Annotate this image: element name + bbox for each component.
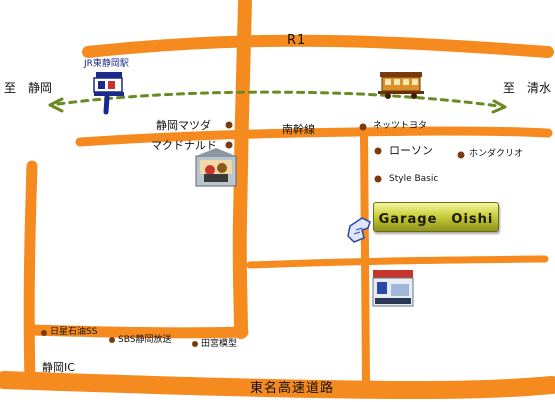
station-access-line [103, 94, 110, 115]
road-nankansen [75, 126, 553, 147]
landmark-nissekiss: 日星石油SS [50, 327, 98, 337]
r1-label: R1 [287, 33, 307, 48]
dot-netz [359, 123, 367, 131]
rail-arrow-left [48, 97, 64, 113]
shop-icon [372, 270, 414, 307]
landmark-netz: ネッツトヨタ [373, 121, 428, 131]
dot-mazda [225, 121, 233, 129]
road-tomei [0, 371, 555, 399]
road-left-vertical [23, 160, 38, 386]
rail-line [56, 90, 500, 108]
dot-lawson [374, 147, 382, 155]
shizuoka-ic-label: 静岡IC [42, 361, 75, 374]
dot-mcdonalds [225, 141, 233, 149]
landmark-style-basic: Style Basic [389, 174, 439, 184]
road-main-vertical [232, 0, 252, 339]
rail-arrow-right [491, 99, 507, 114]
landmark-tamiya: 田宮模型 [201, 339, 238, 349]
nankansen-label: 南幹線 [282, 123, 315, 136]
road-right-vertical [360, 130, 370, 384]
station-icon [93, 72, 124, 96]
tomei-label: 東名高速道路 [250, 381, 335, 396]
train-icon [378, 72, 424, 99]
road-middle [246, 255, 549, 269]
to-shizuoka-label: 至 静岡 [4, 81, 53, 95]
dot-style-basic [374, 175, 382, 183]
landmark-mcdonalds: マクドナルド [151, 139, 217, 152]
dot-nissekiss [41, 330, 47, 336]
road-lower [24, 324, 249, 339]
dot-tamiya [192, 341, 198, 347]
landmark-lawson: ローソン [389, 144, 433, 157]
landmark-mazda: 静岡マツダ [156, 119, 211, 132]
jr-station-label: JR東静岡駅 [84, 59, 129, 69]
landmark-honda: ホンダクリオ [469, 149, 524, 159]
hand-pointer-icon [347, 217, 371, 243]
store-icon [195, 148, 237, 187]
dot-honda [457, 151, 465, 159]
dot-sbs [109, 337, 115, 343]
road-r1 [82, 34, 554, 58]
to-shimizu-label: 至 清水 [503, 81, 552, 95]
garage-oishi-badge[interactable]: Garage Oishi [373, 202, 499, 232]
landmark-sbs: SBS静岡放送 [118, 335, 172, 345]
